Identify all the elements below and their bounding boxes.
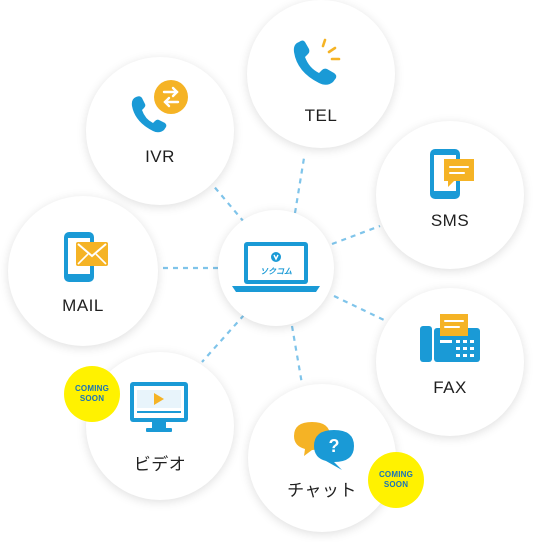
sms-node[interactable]: SMS: [376, 121, 524, 269]
hub-node[interactable]: ソクコム: [218, 210, 334, 326]
link-chat: [290, 325, 304, 385]
phone-transfer-icon: [131, 80, 188, 133]
badge-line-1: COMING: [74, 384, 110, 393]
link-tel: [293, 157, 306, 214]
ivr-label: IVR: [145, 147, 175, 166]
badge-line-2: SOON: [79, 394, 105, 403]
tel-node[interactable]: TEL: [247, 0, 395, 148]
link-video: [201, 314, 245, 363]
video-label: ビデオ: [133, 455, 187, 474]
fax-node[interactable]: FAX: [376, 288, 524, 436]
mail-node[interactable]: MAIL: [8, 196, 158, 346]
sms-icon: [430, 149, 474, 199]
chat-bubbles-icon: ?: [294, 422, 354, 470]
badge-line-2: SOON: [383, 480, 409, 489]
phone-ringing-icon: [293, 38, 341, 85]
tel-label: TEL: [304, 106, 338, 125]
link-sms: [331, 224, 381, 246]
video-monitor-icon: [130, 382, 188, 432]
chat-node[interactable]: ? チャット: [248, 384, 396, 532]
chat-label: チャット: [287, 481, 357, 500]
fax-label: FAX: [433, 378, 467, 397]
link-fax: [333, 295, 385, 321]
logo-text: ソクコム: [260, 267, 292, 276]
chat-coming-soon-badge: COMING SOON: [368, 452, 424, 508]
ivr-node[interactable]: IVR: [86, 57, 234, 205]
mail-label: MAIL: [62, 296, 104, 315]
mail-icon: [64, 232, 108, 282]
laptop-icon: ソクコム: [232, 242, 320, 292]
badge-line-1: COMING: [378, 470, 414, 479]
video-coming-soon-badge: COMING SOON: [64, 366, 120, 422]
sms-label: SMS: [430, 211, 470, 230]
svg-text:?: ?: [329, 436, 340, 456]
fax-icon: [420, 314, 480, 362]
